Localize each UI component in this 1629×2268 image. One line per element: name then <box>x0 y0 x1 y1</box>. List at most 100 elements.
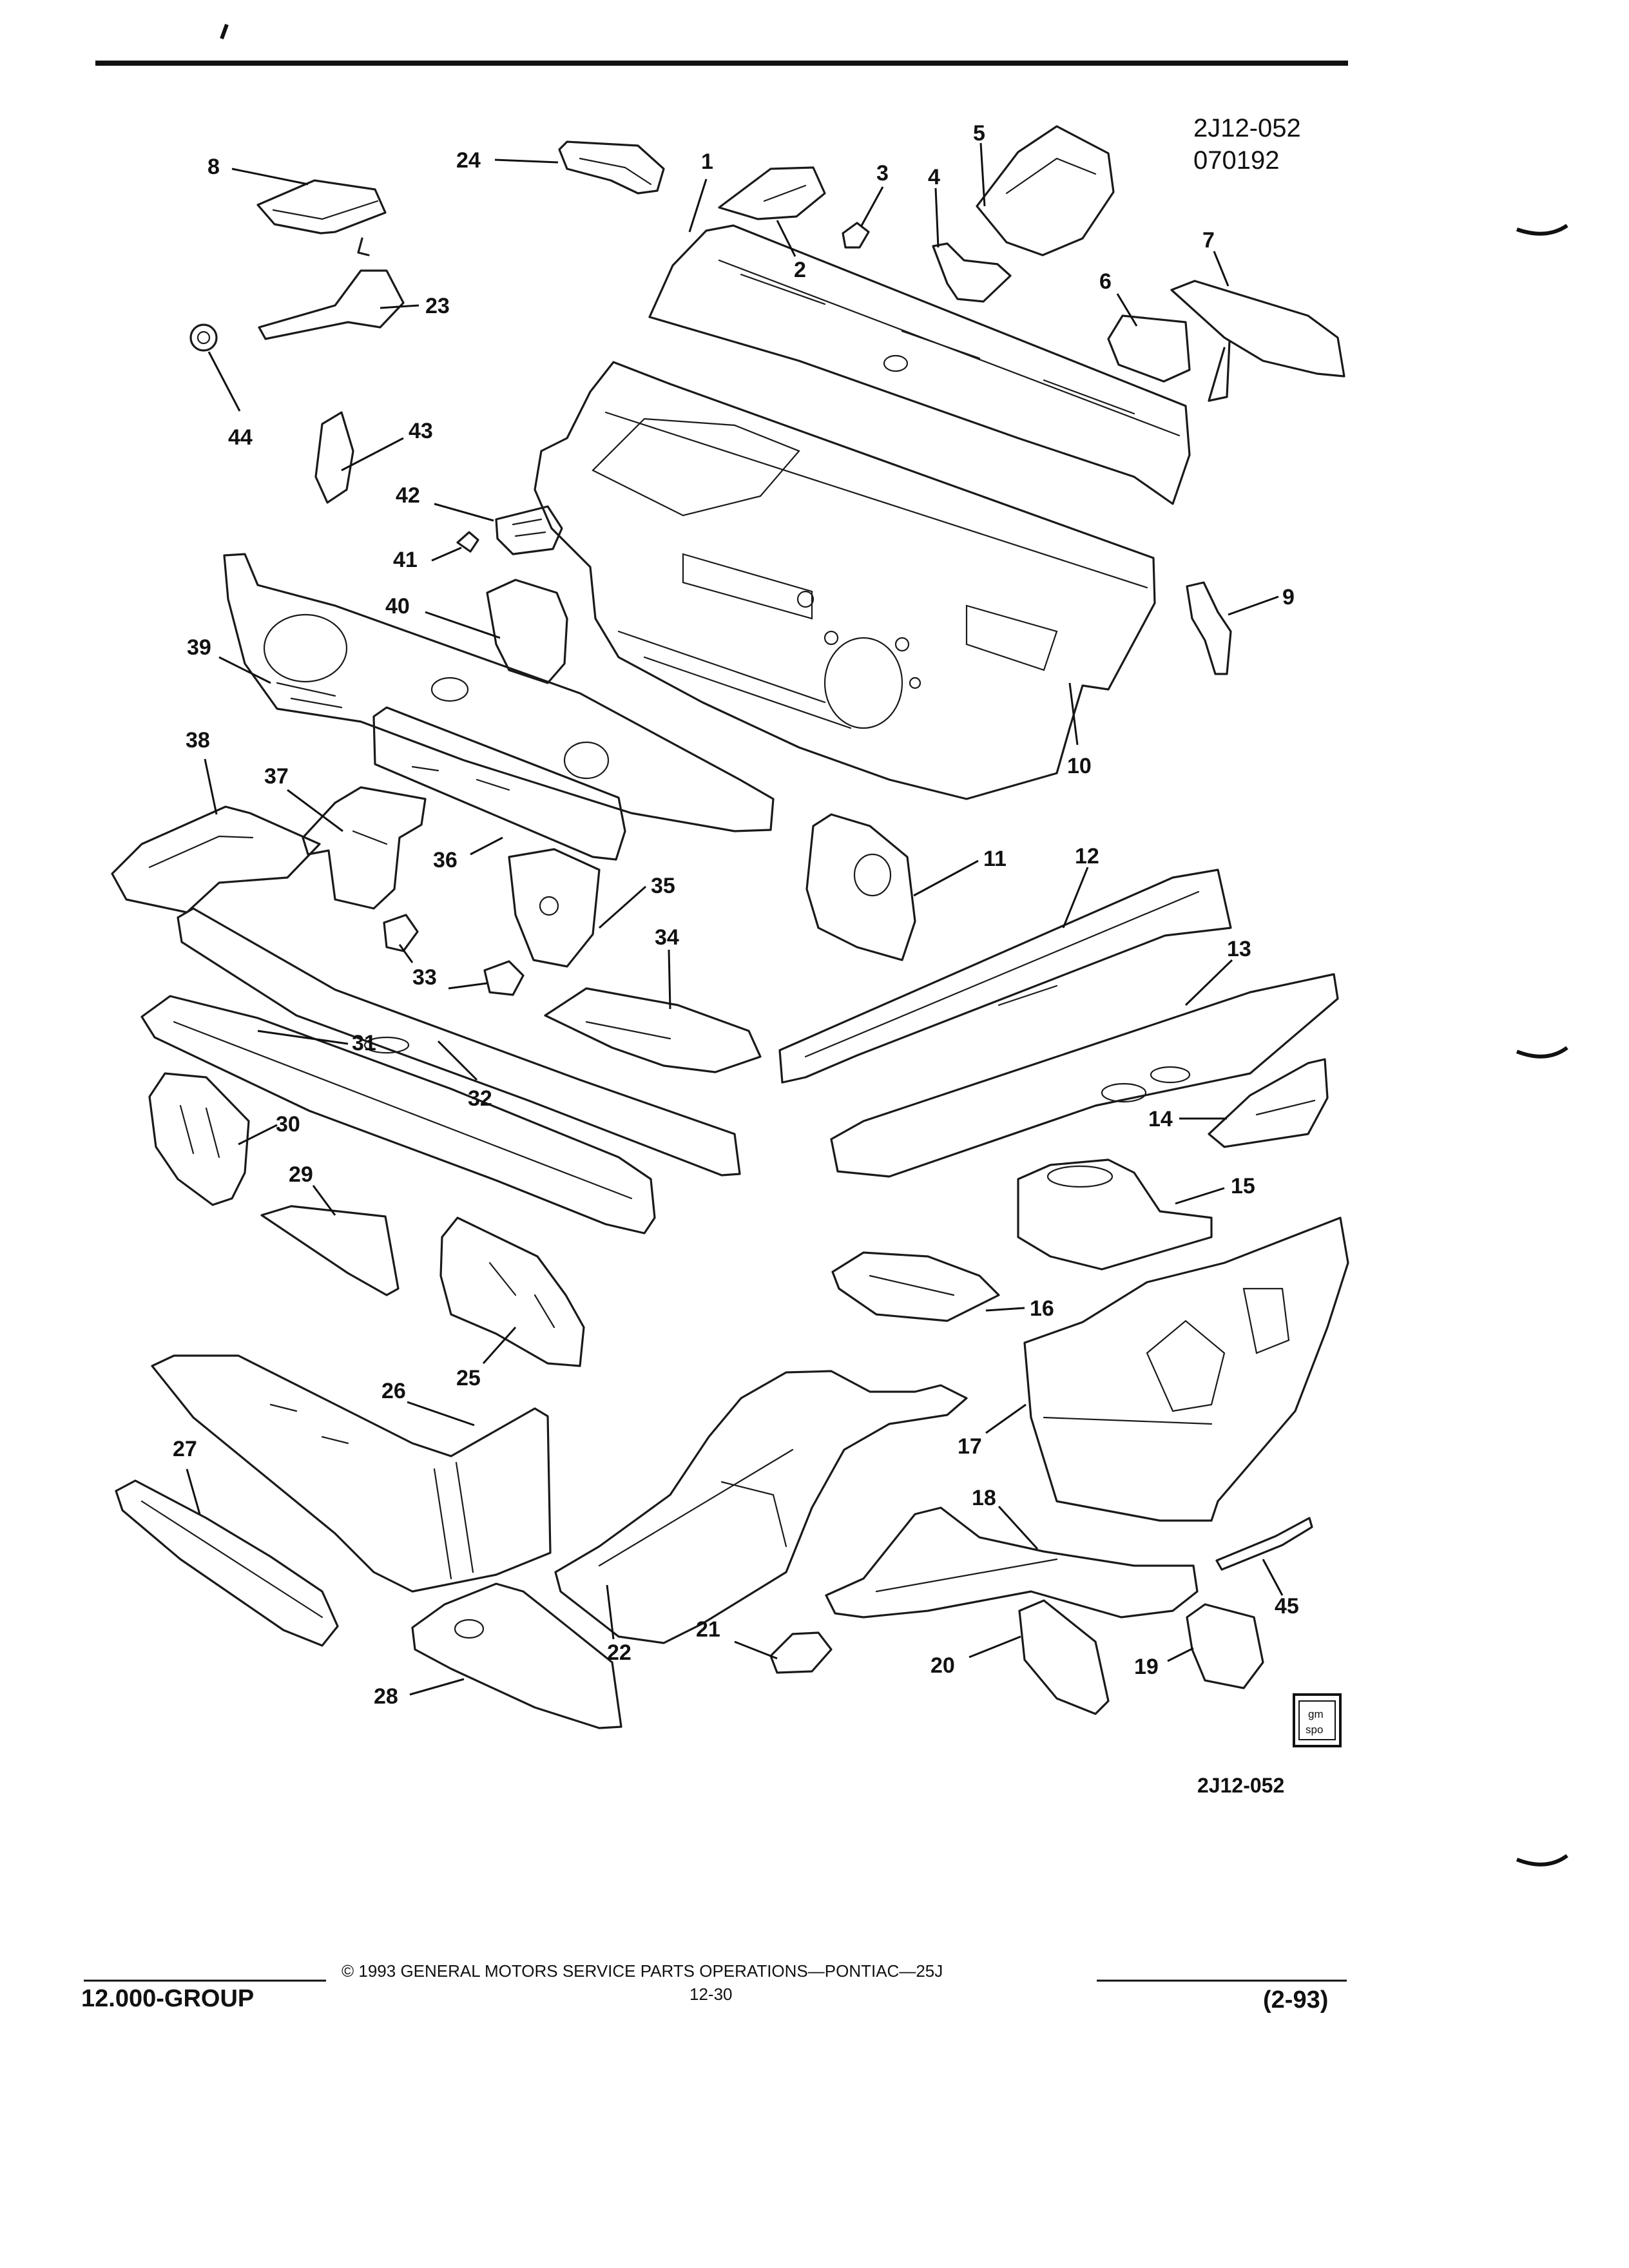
leader-16 <box>985 1307 1025 1312</box>
leader-32 <box>437 1040 478 1081</box>
part-13 <box>830 973 1339 1178</box>
callout-25: 25 <box>456 1366 481 1390</box>
callout-37: 37 <box>264 764 289 789</box>
part-27 <box>115 1479 339 1647</box>
part-17 <box>1023 1216 1349 1522</box>
callout-9: 9 <box>1282 585 1295 610</box>
part-38 <box>111 805 321 914</box>
leader-42 <box>434 503 494 522</box>
gmspo-logo: gm spo <box>1293 1693 1342 1747</box>
footer-page-number: 12-30 <box>689 1984 733 2004</box>
leader-21 <box>734 1640 778 1660</box>
leader-25 <box>482 1327 517 1364</box>
leader-1 <box>688 178 708 233</box>
callout-23: 23 <box>425 294 450 318</box>
part-16 <box>831 1251 1000 1322</box>
leader-45 <box>1262 1559 1284 1596</box>
leader-27 <box>186 1468 201 1515</box>
callout-5: 5 <box>973 121 985 146</box>
callout-33: 33 <box>412 965 437 990</box>
callout-24: 24 <box>456 148 481 173</box>
leader-26 <box>407 1401 475 1427</box>
leader-10 <box>1068 682 1079 745</box>
callout-1: 1 <box>701 149 713 174</box>
callout-8: 8 <box>207 155 220 179</box>
callout-numbers: 1 2 3 4 5 6 7 8 9 10 11 12 13 14 15 16 1… <box>173 121 1299 1709</box>
leader-19 <box>1167 1647 1194 1662</box>
part-20 <box>1018 1599 1110 1715</box>
leader-3 <box>860 186 884 227</box>
callout-28: 28 <box>374 1684 398 1709</box>
binder-mark-1 <box>1516 224 1568 236</box>
callout-18: 18 <box>972 1486 996 1510</box>
leader-5 <box>979 142 986 207</box>
callout-19: 19 <box>1134 1655 1159 1679</box>
part-34 <box>544 987 762 1073</box>
part-1 <box>648 224 1191 505</box>
part-7 <box>1170 280 1345 402</box>
part-2 <box>718 166 826 220</box>
leader-44 <box>207 351 241 412</box>
callout-39: 39 <box>187 635 211 660</box>
scan-mark <box>220 23 229 40</box>
leader-31 <box>257 1030 349 1045</box>
callout-10: 10 <box>1067 754 1092 778</box>
part-18 <box>825 1506 1199 1619</box>
part-5 <box>976 125 1115 256</box>
leader-28 <box>409 1678 465 1696</box>
callout-21: 21 <box>696 1617 720 1642</box>
footer-revision: (2-93) <box>1263 1986 1328 2013</box>
callout-20: 20 <box>930 1653 955 1678</box>
page-footer: © 1993 GENERAL MOTORS SERVICE PARTS OPER… <box>81 1961 1347 2013</box>
part-23 <box>258 269 405 340</box>
leader-39 <box>218 656 271 684</box>
callout-15: 15 <box>1231 1174 1255 1198</box>
leader-33b <box>448 982 488 990</box>
leader-17 <box>985 1403 1027 1434</box>
leader-38 <box>204 758 218 815</box>
part-15 <box>1017 1158 1213 1271</box>
callout-11: 11 <box>983 847 1007 871</box>
part-42 <box>495 505 563 555</box>
part-8 <box>256 179 387 256</box>
callout-26: 26 <box>381 1379 406 1403</box>
leader-7 <box>1213 251 1229 287</box>
part-11 <box>805 813 916 961</box>
leader-2 <box>776 220 796 257</box>
part-32 <box>177 907 741 1177</box>
callout-45: 45 <box>1275 1594 1299 1619</box>
callout-36: 36 <box>433 848 458 872</box>
part-24 <box>558 140 665 195</box>
part-28 <box>411 1582 622 1729</box>
callout-17: 17 <box>958 1434 982 1459</box>
leader-34 <box>668 949 671 1010</box>
callout-43: 43 <box>409 419 433 443</box>
leader-11 <box>913 860 979 897</box>
leader-22 <box>606 1584 615 1640</box>
callout-34: 34 <box>655 925 679 950</box>
part-44 <box>189 323 218 352</box>
leader-41 <box>431 546 462 562</box>
callout-12: 12 <box>1075 844 1099 869</box>
callout-4: 4 <box>928 165 940 189</box>
part-26 <box>151 1354 552 1593</box>
leader-29 <box>312 1185 336 1216</box>
leader-6 <box>1116 293 1138 327</box>
footer-copyright: © 1993 GENERAL MOTORS SERVICE PARTS OPER… <box>342 1961 943 1981</box>
part-22 <box>554 1370 968 1644</box>
binder-mark-2 <box>1516 1046 1568 1059</box>
callout-7: 7 <box>1202 228 1215 253</box>
part-10 <box>534 361 1156 800</box>
part-21 <box>769 1631 833 1674</box>
part-41 <box>456 531 479 553</box>
ref-code-bottom: 2J12-052 <box>1197 1774 1284 1797</box>
callout-16: 16 <box>1030 1296 1054 1321</box>
leader-lines <box>186 142 1284 1696</box>
leader-36 <box>470 836 503 856</box>
callout-2: 2 <box>794 258 806 282</box>
leader-30 <box>238 1124 278 1146</box>
callout-35: 35 <box>651 874 675 898</box>
leader-8 <box>231 168 309 186</box>
callout-22: 22 <box>607 1640 631 1665</box>
